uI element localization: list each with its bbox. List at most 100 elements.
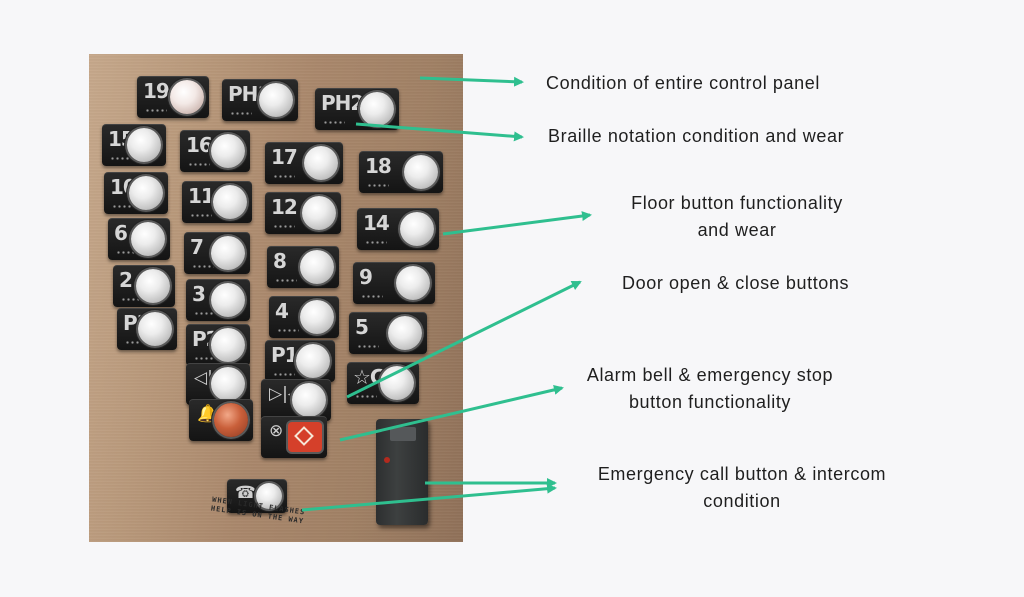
arrow-door-buttons (346, 280, 582, 399)
braille-dots (273, 372, 295, 377)
annotation-emergency-call-line1: Emergency call button & intercom (597, 464, 887, 484)
floor-button-4[interactable]: 4 (269, 296, 339, 338)
stop-icon: ⊗ (269, 421, 284, 441)
floor-button-2[interactable]: 2 (113, 265, 175, 307)
floor-label: 18 (365, 154, 392, 178)
braille-dots (145, 108, 167, 113)
floor-label: 3 (192, 282, 206, 306)
floor-label: 16 (186, 133, 213, 157)
braille-dots (190, 213, 212, 218)
braille-dots (194, 311, 216, 316)
elevator-control-panel-photo: 19 PH1 PH2 15 16 17 18 10 11 (89, 54, 463, 542)
floor-button-light (396, 266, 430, 300)
floor-button-9[interactable]: 9 (353, 262, 435, 304)
floor-button-light (211, 236, 245, 270)
floor-button-light (213, 185, 247, 219)
floor-button-light (138, 312, 172, 346)
annotation-alarm-line1: Alarm bell & emergency stop (586, 365, 834, 385)
braille-dots (355, 394, 377, 399)
floor-label: 17 (271, 145, 298, 169)
floor-label: 4 (275, 299, 289, 323)
floor-button-p1[interactable]: P1 (265, 340, 335, 382)
floor-label: 2 (119, 268, 133, 292)
intercom-led (384, 457, 390, 463)
floor-label: P1 (271, 343, 299, 367)
annotation-emergency-call-line2: condition (703, 491, 781, 511)
floor-button-light (129, 176, 163, 210)
floor-button-10[interactable]: 10 (104, 172, 168, 214)
braille-dots (357, 344, 379, 349)
alarm-bell-light (214, 403, 248, 437)
floor-label: 9 (359, 265, 373, 289)
intercom-speaker (390, 427, 416, 441)
floor-button-ph1[interactable]: PH1 (222, 79, 298, 121)
floor-button-6[interactable]: 6 (108, 218, 170, 260)
floor-button-light (300, 300, 334, 334)
floor-button-7[interactable]: 7 (184, 232, 250, 274)
floor-button-8[interactable]: 8 (267, 246, 339, 288)
floor-label: 8 (273, 249, 287, 273)
intercom-unit (376, 419, 428, 525)
floor-label: 5 (355, 315, 369, 339)
phone-icon: ☎ (235, 483, 257, 503)
door-close-button[interactable]: ▷|◁ (261, 379, 331, 421)
floor-button-p2[interactable]: P2 (186, 324, 250, 366)
braille-dots (273, 224, 295, 229)
floor-button-light (300, 250, 334, 284)
floor-button-light (296, 344, 330, 378)
braille-dots (275, 278, 297, 283)
floor-button-light (304, 146, 338, 180)
annotation-alarm-stop: Alarm bell & emergency stop button funct… (560, 362, 860, 416)
emergency-call-button[interactable]: ☎ (227, 479, 287, 513)
floor-button-3[interactable]: 3 (186, 279, 250, 321)
braille-dots (361, 294, 383, 299)
braille-dots (277, 328, 299, 333)
floor-button-light (360, 92, 394, 126)
braille-dots (110, 156, 132, 161)
door-open-button[interactable]: ◁|▷ (186, 363, 250, 405)
annotation-floor-buttons: Floor button functionality and wear (592, 190, 882, 244)
floor-button-light (302, 196, 336, 230)
floor-label: 7 (190, 235, 204, 259)
alarm-bell-icon: 🔔 (197, 404, 219, 424)
floor-label: 14 (363, 211, 390, 235)
floor-button-19[interactable]: 19 (137, 76, 209, 118)
door-open-light (211, 367, 245, 401)
emergency-stop-button[interactable]: ⊗ (261, 416, 327, 458)
floor-button-5[interactable]: 5 (349, 312, 427, 354)
floor-button-light (170, 80, 204, 114)
floor-button-17[interactable]: 17 (265, 142, 343, 184)
floor-button-light (211, 134, 245, 168)
emergency-call-light (256, 483, 282, 509)
floor-label: 19 (143, 79, 170, 103)
alarm-bell-button[interactable]: 🔔 (189, 399, 253, 441)
floor-button-p3[interactable]: P3 (117, 308, 177, 350)
braille-dots (273, 174, 295, 179)
floor-button-light (211, 328, 245, 362)
braille-dots (116, 250, 138, 255)
braille-dots (230, 111, 252, 116)
arrow-control-panel (419, 76, 524, 87)
floor-button-16[interactable]: 16 (180, 130, 250, 172)
braille-dots (365, 240, 387, 245)
braille-dots (125, 340, 147, 345)
arrow-floor-buttons (442, 211, 592, 236)
floor-button-11[interactable]: 11 (182, 181, 252, 223)
floor-button-light (127, 128, 161, 162)
floor-button-18[interactable]: 18 (359, 151, 443, 193)
annotation-alarm-line2: button functionality (628, 392, 792, 412)
floor-button-12[interactable]: 12 (265, 192, 341, 234)
floor-label: 6 (114, 221, 128, 245)
annotation-floor-buttons-line1: Floor button functionality (631, 193, 843, 213)
floor-button-15[interactable]: 15 (102, 124, 166, 166)
emergency-stop-switch (288, 422, 322, 452)
braille-dots (192, 264, 214, 269)
floor-button-light (131, 222, 165, 256)
floor-button-light (259, 83, 293, 117)
floor-button-light (136, 269, 170, 303)
braille-dots (367, 183, 389, 188)
floor-button-14[interactable]: 14 (357, 208, 439, 250)
floor-label: 11 (188, 184, 215, 208)
floor-label: PH2 (321, 91, 364, 115)
